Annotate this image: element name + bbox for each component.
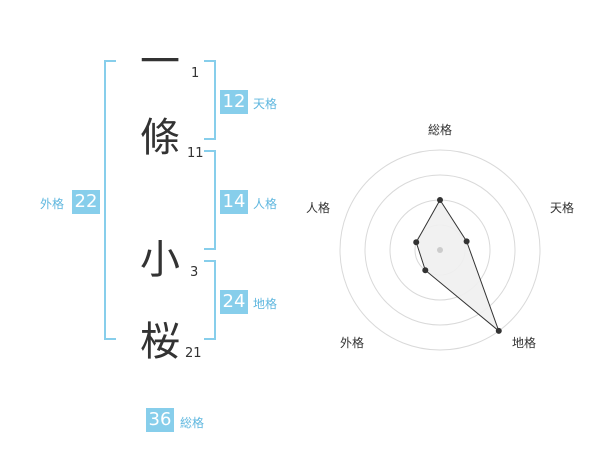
axis-label-jinkaku: 人格 xyxy=(306,200,330,215)
stroke-count-4: 21 xyxy=(185,346,202,361)
radar-center xyxy=(437,247,443,253)
name-char-2: 條 xyxy=(140,115,180,161)
radar-points xyxy=(413,197,502,334)
name-char-3: 小 xyxy=(140,237,180,283)
radar-ring xyxy=(364,174,516,326)
gaikaku-label: 外格 xyxy=(40,197,65,211)
axis-label-soukaku: 総格 xyxy=(428,122,452,137)
axis-label-tenkaku: 天格 xyxy=(550,200,574,215)
chikaku-bracket xyxy=(204,260,216,340)
radar-point xyxy=(463,238,470,245)
stroke-count-1: 1 xyxy=(191,66,200,81)
radar-point xyxy=(437,197,443,203)
axis-label-gaikaku: 外格 xyxy=(340,335,364,350)
chikaku-value: 24 xyxy=(220,290,248,314)
jinkaku-value: 14 xyxy=(220,190,248,214)
gaikaku-value: 22 xyxy=(72,190,100,214)
chikaku-label: 地格 xyxy=(253,297,278,311)
stroke-count-3: 3 xyxy=(190,265,199,280)
soukaku-label: 総格 xyxy=(180,416,205,430)
radar-point xyxy=(495,327,502,334)
name-char-4: 桜 xyxy=(140,319,180,365)
tenkaku-bracket xyxy=(204,60,216,140)
gaikaku-bracket xyxy=(104,60,116,340)
jinkaku-label: 人格 xyxy=(253,197,278,211)
radar-point xyxy=(413,239,420,246)
radar-ring xyxy=(339,149,541,351)
axis-label-chikaku: 地格 xyxy=(512,335,536,350)
tenkaku-value: 12 xyxy=(220,90,248,114)
stroke-count-2: 11 xyxy=(187,146,204,161)
soukaku-value: 36 xyxy=(146,408,174,432)
tenkaku-label: 天格 xyxy=(253,97,278,111)
radar-shape xyxy=(415,199,500,333)
name-char-1: 一 xyxy=(140,39,180,85)
jinkaku-bracket xyxy=(204,150,216,250)
radar-point xyxy=(422,267,429,274)
